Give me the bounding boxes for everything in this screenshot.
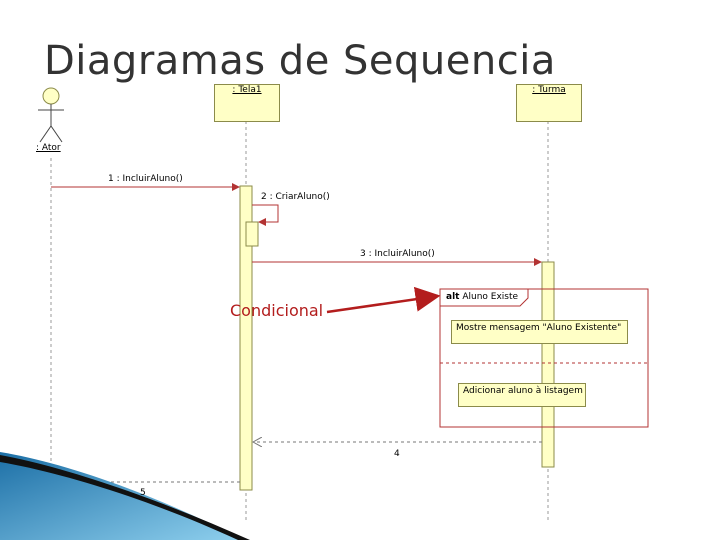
participant-tela: : Tela1 <box>214 84 280 122</box>
participant-turma: : Turma <box>516 84 582 122</box>
activation-tela-nested <box>245 221 259 247</box>
activation-turma <box>541 261 555 468</box>
alt-operator-keyword: alt <box>446 292 460 302</box>
note-adicionar-aluno: Adicionar aluno à listagem <box>458 383 586 407</box>
return-4-label: 4 <box>394 449 400 459</box>
note-aluno-existente-text: Mostre mensagem "Aluno Existente" <box>456 323 622 333</box>
activation-tela <box>239 185 253 491</box>
actor-figure <box>38 87 64 143</box>
alt-guard: Aluno Existe <box>462 292 519 302</box>
condicional-annotation: Condicional <box>230 301 324 320</box>
participant-tela-label: : Tela1 <box>232 85 262 95</box>
actor-label: : Ator <box>36 143 61 153</box>
return-5-label: 5 <box>140 488 146 498</box>
note-adicionar-aluno-text: Adicionar aluno à listagem <box>463 386 583 396</box>
condicional-arrow <box>326 286 441 314</box>
message-2-label: 2 : CriarAluno() <box>261 192 330 202</box>
alt-operator: alt Aluno Existe <box>446 292 518 302</box>
page-title: Diagramas de Sequencia <box>44 38 556 84</box>
message-1-label: 1 : IncluirAluno() <box>108 174 183 184</box>
participant-turma-label: : Turma <box>532 85 566 95</box>
message-2-arrow <box>252 204 279 226</box>
note-aluno-existente: Mostre mensagem "Aluno Existente" <box>451 320 628 344</box>
alt-fragment-frame <box>439 288 649 428</box>
corner-decoration <box>0 452 250 540</box>
message-3-label: 3 : IncluirAluno() <box>360 249 435 259</box>
